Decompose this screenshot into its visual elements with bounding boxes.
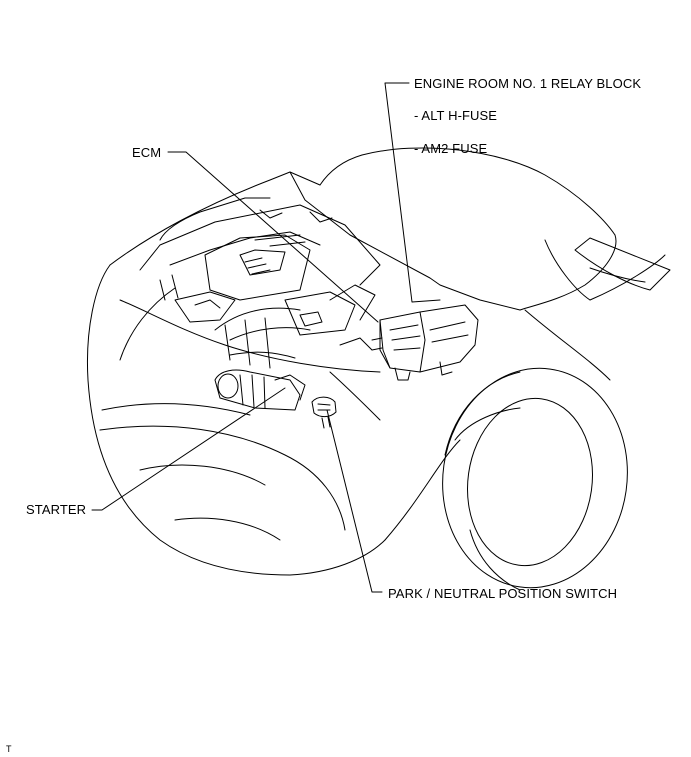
leader-lines xyxy=(91,82,441,593)
relay-block-assembly xyxy=(371,304,479,381)
vehicle-body-outline xyxy=(87,147,666,576)
windshield xyxy=(574,237,671,291)
engine-compartment xyxy=(139,204,381,369)
leader-line-park-neutral-switch xyxy=(326,409,383,593)
alt-h-fuse-label: - ALT H-FUSE xyxy=(414,108,498,123)
engine-room-relay-block-label: ENGINE ROOM NO. 1 RELAY BLOCK xyxy=(414,76,642,91)
am2-fuse-label: - AM2 FUSE xyxy=(414,141,488,156)
leader-line-engine-room-relay-block xyxy=(384,82,441,303)
starter-label: STARTER xyxy=(26,502,87,517)
leader-line-starter xyxy=(91,387,286,511)
front-wheel xyxy=(442,367,628,591)
figure-code: T xyxy=(6,744,12,754)
park-neutral-switch xyxy=(311,396,337,429)
leader-line-ecm xyxy=(167,151,379,323)
park-neutral-switch-label: PARK / NEUTRAL POSITION SWITCH xyxy=(388,586,618,601)
starter-motor xyxy=(214,369,306,411)
ecm-label: ECM xyxy=(132,145,162,160)
